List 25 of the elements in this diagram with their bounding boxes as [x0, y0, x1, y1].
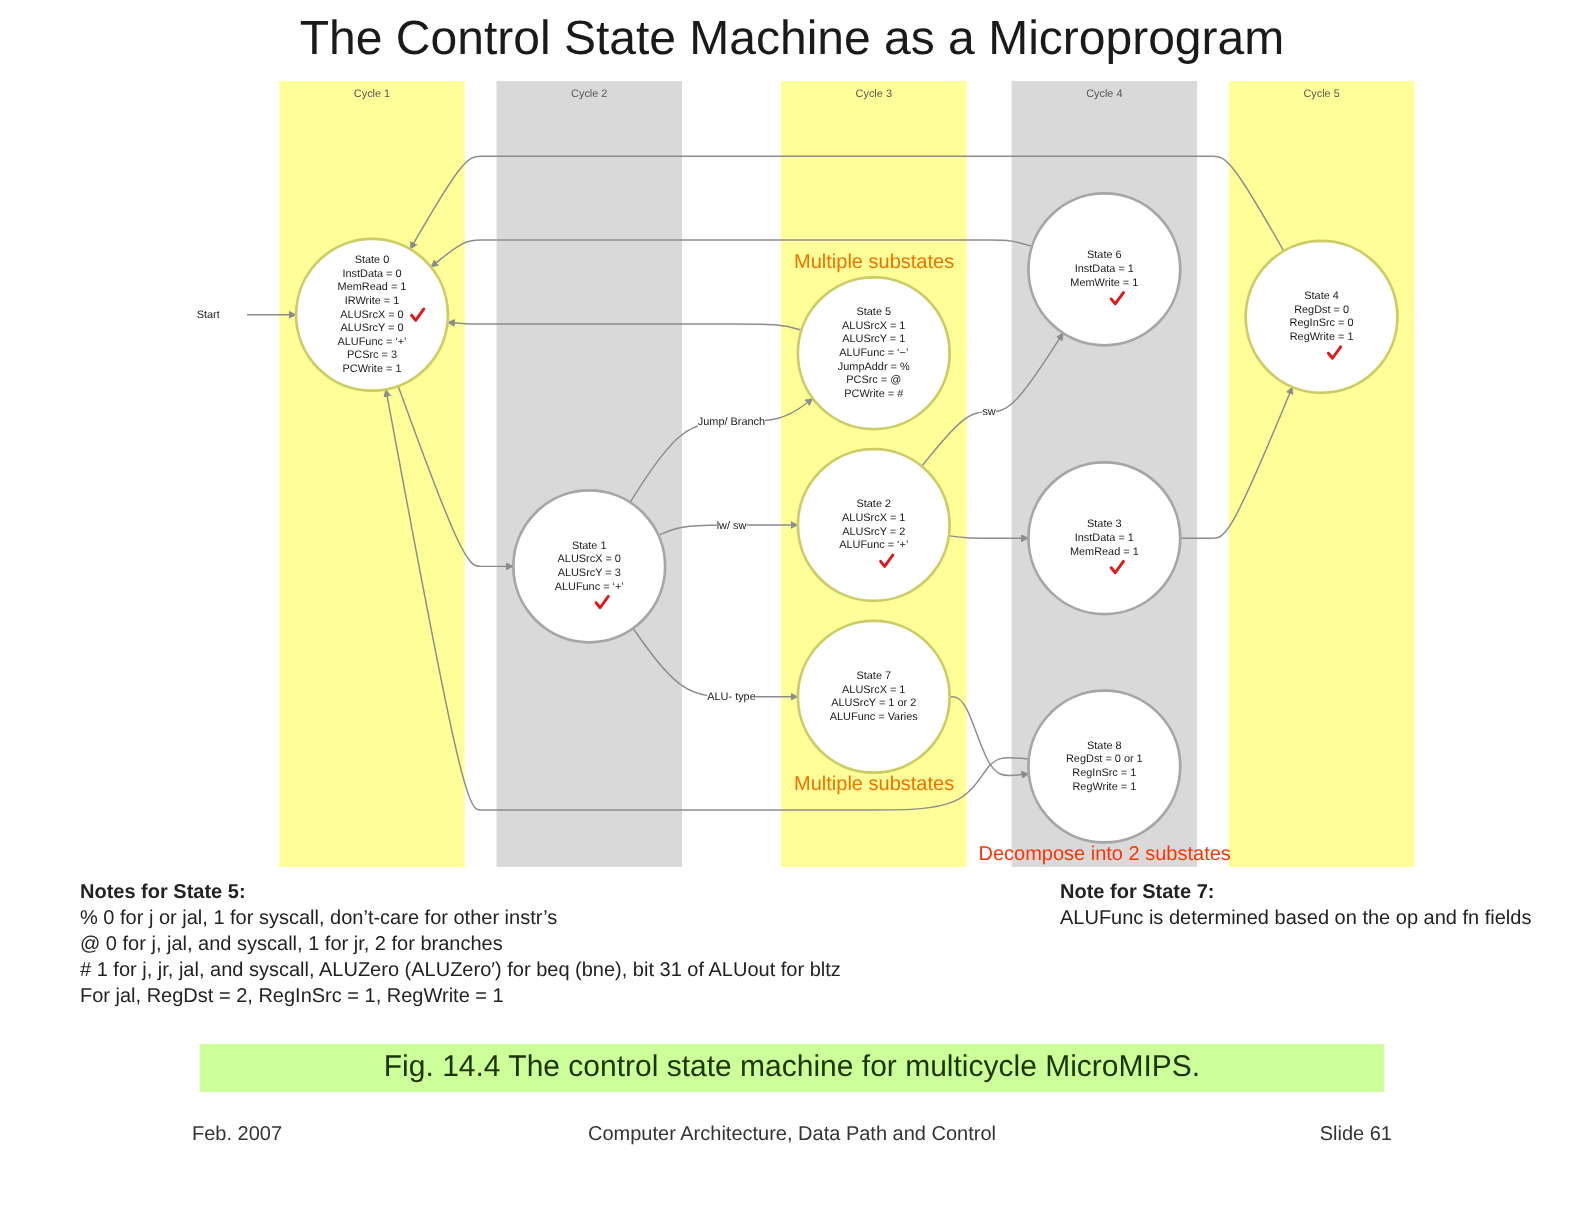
note-text: # 1 for j, jr, jal, and syscall, ALUZero (ALUZero′) for beq (bne), bit 31 of ALUout for bltz [80, 958, 843, 984]
note-heading: Notes for State 5: [80, 880, 248, 906]
footer-title: Computer Architecture, Data Path and Control [588, 1124, 996, 1148]
arrow [246, 310, 297, 319]
arrow [410, 155, 1285, 252]
arrow [948, 534, 1030, 543]
arrow [447, 319, 803, 331]
annotation-text: Multiple substates [794, 774, 955, 799]
arrow [921, 332, 1064, 467]
note-text: For jal, RegDst = 2, RegInSrc = 1, RegWrite = 1 [80, 984, 506, 1010]
arrow [949, 696, 1030, 779]
note-text: % 0 for j or jal, 1 for syscall, don’t-care for other instr’s [80, 906, 560, 932]
annotation-text: Decompose into 2 substates [978, 844, 1231, 869]
arrow [383, 389, 1030, 811]
note-text: @ 0 for j, jal, and syscall, 1 for jr, 2 for branches [80, 932, 505, 958]
title: The Control State Machine as a Microprogram [297, 12, 1287, 68]
caption: Fig. 14.4 The control state machine for multicycle MicroMIPS. [200, 1044, 1384, 1092]
footer-date: Feb. 2007 [192, 1124, 283, 1148]
annotation-text: Multiple substates [794, 251, 955, 276]
arrow [1179, 386, 1294, 539]
note-text: ALUFunc is determined based on the op and fn fields [1060, 906, 1534, 932]
note-heading: Note for State 7: [1060, 880, 1217, 906]
arrow [430, 239, 1034, 268]
slide-number: Slide 61 [1319, 1124, 1392, 1148]
arrow [397, 385, 515, 571]
